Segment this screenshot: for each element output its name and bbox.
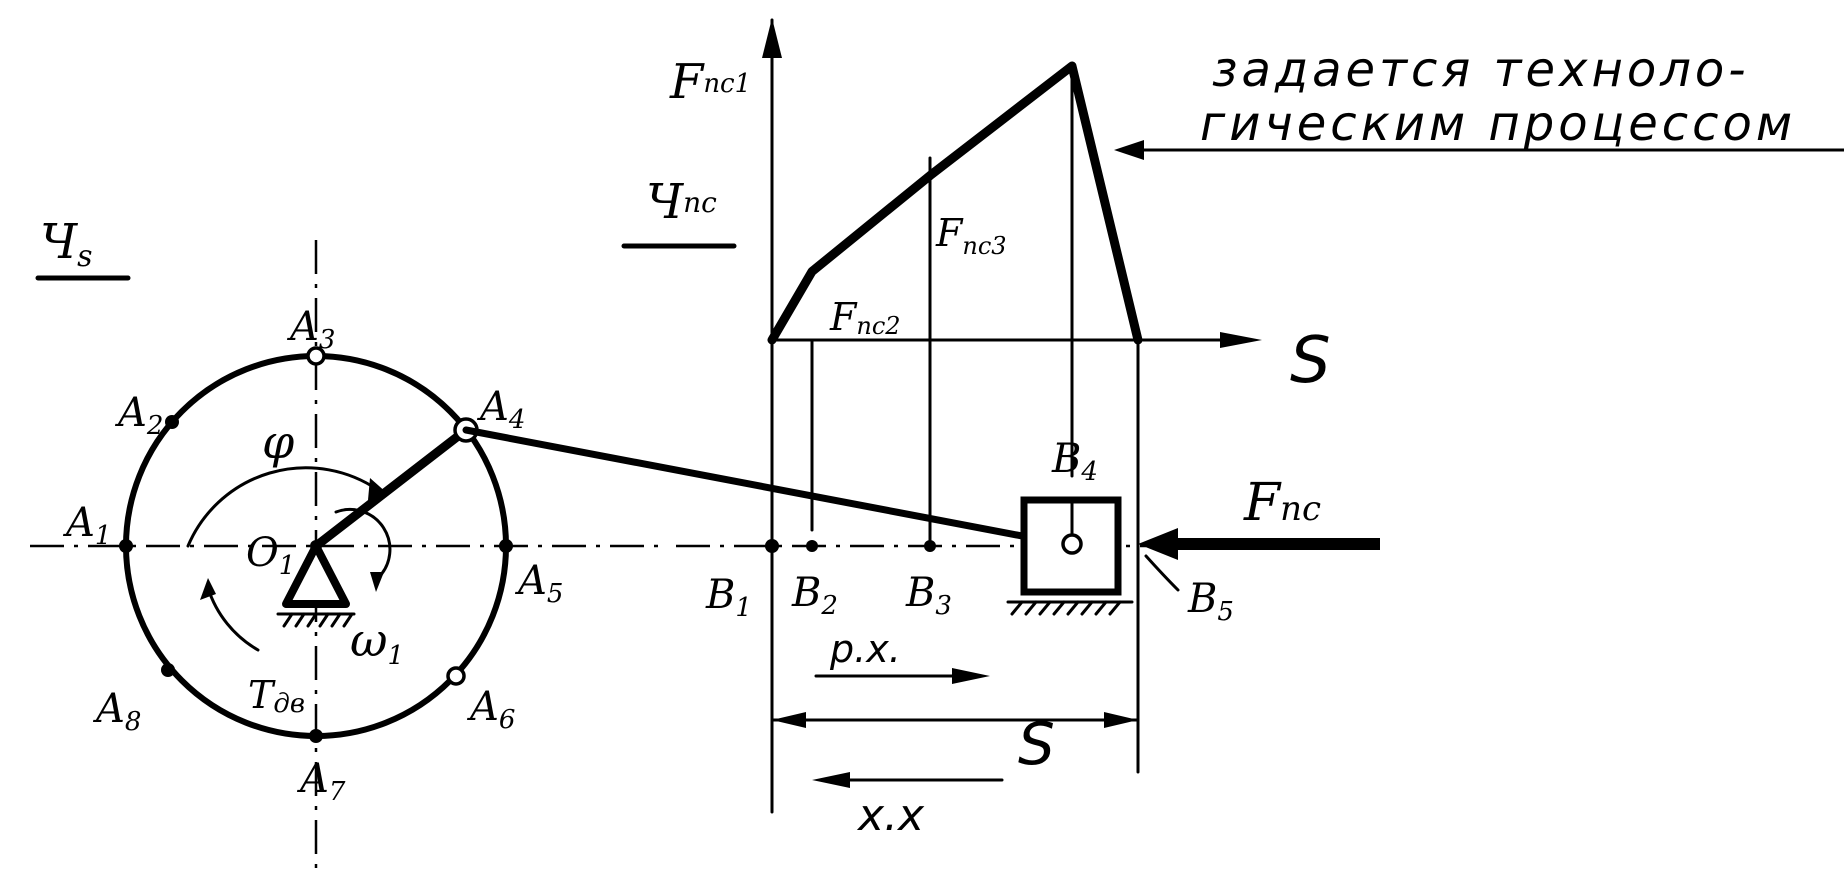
crank-diagram: Чs A1 A2 A3 A4 xyxy=(30,214,660,870)
point-a1 xyxy=(119,539,133,553)
label-working-stroke: р.х. xyxy=(829,627,901,671)
ground-hatch xyxy=(282,612,354,628)
label-b2: B2 xyxy=(791,570,838,621)
label-b4: B4 xyxy=(1051,436,1098,487)
label-stroke: S xyxy=(1018,710,1055,778)
label-b5: B5 xyxy=(1187,576,1234,627)
point-a8 xyxy=(161,663,175,677)
annotation-arrowhead xyxy=(1114,140,1144,160)
point-a6 xyxy=(446,666,466,686)
force-x-axis-label: S xyxy=(1290,324,1331,398)
b5-leader xyxy=(1144,554,1180,592)
point-a5 xyxy=(499,539,513,553)
point-b3 xyxy=(924,540,936,552)
slider-guide-hatch xyxy=(1010,600,1122,616)
force-diagram: Чпс Fпс1 S Fпс2 Fпс3 задается техноло- г… xyxy=(621,18,1844,814)
working-stroke-arrow xyxy=(952,668,990,684)
stroke-dim-arrow-right xyxy=(1104,712,1138,728)
label-idle-stroke: х.х xyxy=(856,790,925,841)
torque-arc xyxy=(206,586,260,652)
label-torque: Tдв xyxy=(248,673,305,719)
force-arrowhead xyxy=(1138,528,1178,560)
label-a4: A4 xyxy=(476,384,525,435)
label-b3: B3 xyxy=(905,570,952,621)
force-section-title: Чпс xyxy=(646,174,717,230)
label-a8: A8 xyxy=(92,686,141,737)
stroke-dim-arrow-left xyxy=(772,712,806,728)
label-a7: A7 xyxy=(296,756,346,807)
omega-arc xyxy=(334,508,392,580)
point-a2 xyxy=(165,415,179,429)
slider-diagram: Fпс B1 B2 B3 B4 B5 р.х. S х.х xyxy=(676,436,1380,841)
label-o1: O1 xyxy=(246,530,295,581)
label-b1: B1 xyxy=(705,572,752,623)
connecting-rod xyxy=(462,426,1068,548)
force-y-axis-arrow xyxy=(762,18,782,58)
crank-link xyxy=(311,425,471,551)
idle-stroke-arrow xyxy=(812,772,850,788)
force-y-axis-label: Fпс1 xyxy=(669,54,751,110)
force-curve xyxy=(767,61,1143,345)
label-a2: A2 xyxy=(114,390,163,441)
label-omega: ω1 xyxy=(350,613,404,671)
omega-arrowhead xyxy=(370,572,384,592)
phi-arc xyxy=(186,466,380,548)
label-a1: A1 xyxy=(62,500,111,551)
label-a5: A5 xyxy=(514,558,563,609)
force-x-axis-arrow xyxy=(1220,332,1262,348)
torque-arrowhead xyxy=(200,578,216,600)
point-a7 xyxy=(309,729,323,743)
point-b4 xyxy=(1061,533,1083,555)
fixed-support xyxy=(282,542,350,608)
annotation-line-1: задается техноло- xyxy=(1212,42,1750,98)
crank-section-title: Чs xyxy=(40,214,93,274)
point-b1 xyxy=(765,539,779,553)
label-fpc: Fпс xyxy=(1243,473,1321,533)
label-a3: A3 xyxy=(286,304,335,355)
label-phi: φ xyxy=(262,415,295,469)
annotation-line-2: гическим процессом xyxy=(1200,96,1796,152)
label-f2: Fпс2 xyxy=(829,295,901,340)
label-f3: Fпс3 xyxy=(935,211,1007,260)
center-o1 xyxy=(310,540,322,552)
label-a6: A6 xyxy=(466,684,515,735)
point-b2 xyxy=(806,540,818,552)
point-a3 xyxy=(306,346,326,366)
